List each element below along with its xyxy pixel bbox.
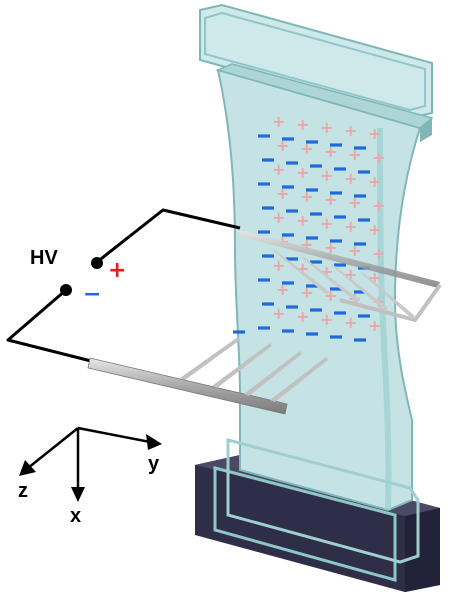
axis-y-label: y [148,453,160,475]
negative-sign: − [83,282,101,307]
positive-charge: + [296,307,309,326]
positive-charge: + [272,304,285,323]
positive-charge: + [296,163,309,182]
positive-charge: + [344,313,357,332]
back-needle-electrode [238,230,442,323]
positive-charge: + [324,238,337,257]
positive-charge: + [296,115,309,134]
positive-charge: + [344,121,357,140]
axis-x-label: x [70,505,81,527]
positive-charge: + [348,145,361,164]
front-needle-electrode [87,337,328,415]
positive-charge: + [300,187,313,206]
positive-charge: + [320,118,333,137]
positive-charge: + [368,220,381,239]
positive-charge: + [320,166,333,185]
coordinate-axes [19,426,162,502]
hv-label: HV [30,247,58,269]
positive-charge: + [296,259,309,278]
positive-charge: + [320,214,333,233]
positive-charge: + [296,211,309,230]
axis-z-label: z [18,480,28,502]
circuit-wires [6,208,241,364]
positive-charge: + [272,160,285,179]
top-clamp [199,3,433,120]
positive-charge: + [324,142,337,161]
positive-sign: + [108,258,126,283]
positive-charge: + [372,148,385,167]
positive-charge: + [276,280,289,299]
positive-charge: + [368,172,381,191]
positive-charge: + [300,283,313,302]
positive-charge: + [344,169,357,188]
positive-charge: + [324,286,337,305]
positive-charge: + [344,265,357,284]
positive-charge: + [320,310,333,329]
positive-charge: + [276,184,289,203]
positive-charge: + [344,217,357,236]
positive-charge: + [320,262,333,281]
positive-charge: + [324,190,337,209]
positive-charge: + [272,256,285,275]
positive-charge: + [276,136,289,155]
positive-charge: + [368,316,381,335]
positive-charge: + [272,112,285,131]
positive-charge: + [300,139,313,158]
positive-terminal [91,257,103,269]
positive-charge: + [272,208,285,227]
positive-charge: + [348,241,361,260]
positive-charge: + [372,244,385,263]
negative-terminal [60,284,72,296]
positive-charge: + [372,196,385,215]
positive-charge: + [348,193,361,212]
positive-charge: + [368,124,381,143]
